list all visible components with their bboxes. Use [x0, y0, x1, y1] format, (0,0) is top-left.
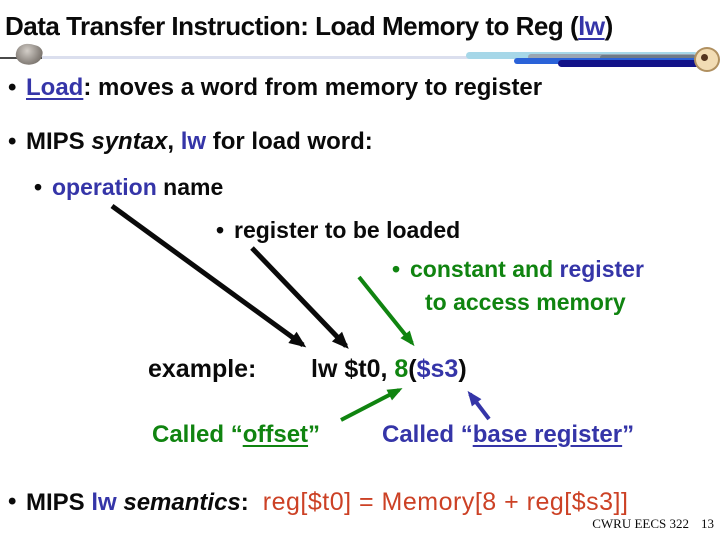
code-base-register: $s3	[416, 355, 459, 383]
slide-footer: CWRU EECS 322 13	[592, 516, 714, 532]
bullet-marker: •	[8, 74, 17, 101]
bullet-marker: •	[392, 256, 401, 282]
divider-shaft	[36, 56, 712, 59]
syntax-keyword-lw: lw	[180, 128, 207, 155]
bullet-syntax-text: MIPS syntax, lw for load word:	[26, 128, 373, 156]
constant-line2: to access memory	[425, 289, 626, 315]
bullet-marker: •	[8, 488, 17, 515]
bullet-operation-text: operation name	[52, 174, 223, 201]
callout-offset-pre: Called “	[152, 421, 243, 448]
constant-line1-text: constant and register	[410, 253, 644, 286]
semantics-colon: :	[240, 489, 249, 516]
code-pre: lw $t0,	[311, 355, 395, 383]
bullet-constant: • constant and register to access memory	[392, 253, 644, 319]
arrow-offset-to-8	[340, 388, 403, 422]
title-text: Data Transfer Instruction: Load Memory t…	[5, 11, 579, 41]
callout-offset-term: offset	[242, 421, 309, 448]
rod-butt-center	[701, 54, 708, 61]
semantics-text: MIPS lw semantics: reg[$t0] = Memory[8 + …	[26, 488, 628, 517]
bullet-marker: •	[216, 217, 225, 243]
fishing-fly-icon	[13, 41, 45, 68]
rod-butt-icon	[694, 47, 720, 72]
constant-line1: • constant and register	[392, 253, 644, 286]
title-suffix: )	[604, 11, 614, 41]
title-keyword-lw: lw	[578, 11, 605, 41]
callout-base-post: ”	[622, 421, 635, 448]
code-offset: 8	[394, 355, 409, 383]
constant-green: constant and	[410, 256, 560, 282]
syntax-mid: ,	[167, 128, 181, 155]
arrow-base-to-s3	[467, 390, 491, 421]
syntax-rest: for load word:	[206, 128, 373, 155]
operation-term: operation	[52, 174, 157, 200]
load-rest: : moves a word from memory to register	[83, 74, 543, 101]
callout-base-pre: Called “	[382, 421, 473, 448]
divider-navy-band	[558, 60, 712, 67]
bullet-semantics: • MIPS lw semantics: reg[$t0] = Memory[8 …	[8, 488, 628, 517]
bullet-syntax: • MIPS syntax, lw for load word:	[8, 128, 373, 156]
example-code: lw $t0, 8($s3)	[311, 355, 467, 384]
semantics-formula: reg[$t0] = Memory[8 + reg[$s3]]	[262, 488, 629, 516]
callout-offset: Called “offset”	[152, 421, 320, 449]
bullet-load-text: Load: moves a word from memory to regist…	[26, 74, 542, 102]
constant-blue: register	[559, 256, 644, 282]
code-paren-open: (	[408, 355, 417, 383]
callout-base-register: Called “base register”	[382, 421, 634, 449]
example-label: example:	[148, 355, 257, 383]
callout-base-term: base register	[472, 421, 623, 448]
bullet-marker: •	[8, 128, 17, 155]
bullet-register-text: register to be loaded	[234, 217, 461, 243]
load-term: Load	[26, 74, 84, 101]
bullet-operation: • operation name	[34, 174, 223, 201]
footer-course: CWRU EECS 322	[592, 516, 689, 531]
operation-rest: name	[156, 174, 224, 200]
syntax-pre: MIPS	[26, 128, 92, 155]
bullet-register: • register to be loaded	[216, 217, 460, 244]
title-divider	[0, 41, 720, 72]
semantics-keyword-lw: lw	[91, 489, 117, 516]
semantics-italic: semantics	[123, 489, 241, 516]
slide-title: Data Transfer Instruction: Load Memory t…	[5, 11, 613, 42]
callout-offset-post: ”	[308, 421, 321, 448]
divider-darkgray-band	[600, 55, 696, 60]
arrow-register-to-t0	[250, 246, 349, 349]
bullet-load: • Load: moves a word from memory to regi…	[8, 74, 542, 102]
bullet-marker: •	[34, 174, 43, 200]
syntax-italic: syntax	[91, 128, 168, 155]
semantics-pre: MIPS	[26, 489, 92, 516]
footer-page-number: 13	[701, 516, 714, 531]
code-paren-close: )	[458, 355, 467, 383]
